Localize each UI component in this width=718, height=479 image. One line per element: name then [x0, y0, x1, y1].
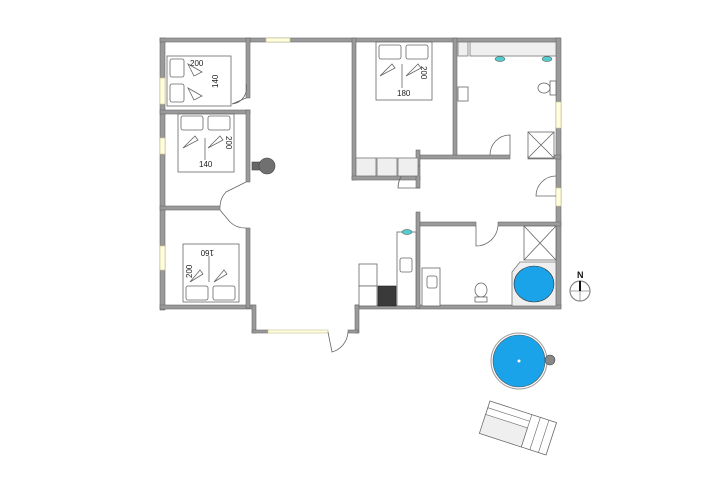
bed-width-label: 140 — [199, 160, 213, 169]
bed-length-label: 200 — [190, 59, 204, 68]
kitchen — [358, 229, 441, 307]
bed-length-label: 200 — [224, 136, 233, 150]
bed-length-label: 200 — [419, 66, 428, 80]
bathroom-2 — [474, 225, 557, 307]
bedroom-4-bed: 180 200 — [375, 41, 433, 101]
compass: N — [569, 270, 591, 302]
bathroom-1 — [457, 41, 557, 159]
doors — [219, 83, 557, 353]
exterior-walls — [159, 37, 562, 334]
wood-stove — [251, 157, 276, 175]
bed-width-label: 140 — [211, 74, 220, 88]
bedroom-2-bed: 140 200 — [177, 113, 235, 173]
wardrobe — [355, 157, 419, 177]
bathtub-water — [513, 265, 555, 303]
windows — [159, 37, 562, 334]
compass-north-label: N — [577, 270, 584, 280]
bed-width-label: 160 — [200, 248, 214, 257]
bed-width-label: 180 — [397, 89, 411, 98]
bed-length-label: 200 — [185, 264, 194, 278]
sun-lounger — [478, 400, 558, 456]
hot-tub — [490, 332, 556, 390]
hob — [377, 285, 397, 307]
bedroom-1-bed: 200 140 — [166, 55, 232, 107]
bedroom-3-bed: 160 200 — [182, 243, 240, 303]
